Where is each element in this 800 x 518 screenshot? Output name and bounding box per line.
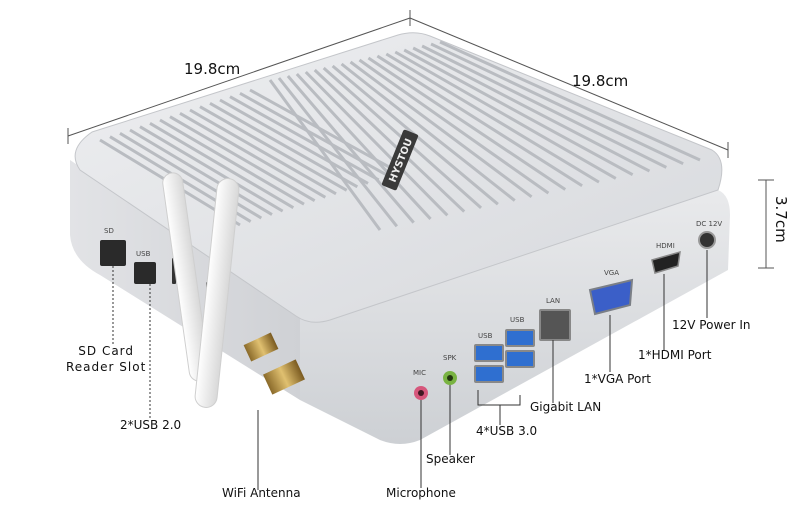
fin: [139, 125, 284, 213]
fin: [367, 56, 567, 191]
usb3-port-3: [505, 329, 535, 347]
antenna-connector-1: [243, 332, 279, 362]
mark-usb-a: USB: [478, 332, 493, 340]
label-hdmi: 1*HDMI Port: [638, 348, 712, 362]
dimension-width-left: 19.8cm: [184, 60, 241, 78]
dimension-height: 3.7cm: [772, 196, 790, 243]
label-gigabit-lan: Gigabit LAN: [530, 400, 602, 414]
dimension-lines: [67, 10, 774, 269]
usb3-port-4: [505, 350, 535, 368]
fin: [189, 108, 337, 196]
fin: [394, 50, 617, 180]
fin: [199, 105, 348, 192]
chassis-front: [300, 190, 730, 444]
label-power: 12V Power In: [672, 318, 751, 332]
mark-usb-left: USB: [136, 250, 151, 258]
mark-dc: DC 12V: [696, 220, 722, 228]
vga-port: [588, 278, 634, 316]
fin: [340, 62, 516, 202]
fin: [239, 92, 391, 178]
mark-lan: LAN: [546, 297, 560, 305]
label-speaker: Speaker: [426, 452, 475, 466]
hdmi-port: [651, 250, 681, 274]
sd-card-slot: [100, 240, 126, 266]
mark-sd: SD: [104, 227, 114, 235]
dc-power-jack: [698, 231, 716, 249]
label-usb3: 4*USB 3.0: [476, 424, 538, 438]
mark-spk: SPK: [443, 354, 457, 362]
usb3-port-1: [474, 344, 504, 362]
usb3-port-2: [474, 365, 504, 383]
usb2-port: [134, 262, 156, 284]
fin: [229, 95, 380, 182]
fin: [304, 70, 449, 217]
fin: [159, 118, 305, 206]
antenna-connector-2: [263, 359, 305, 395]
fin: [385, 52, 600, 184]
callout-lines: [112, 250, 708, 490]
fin: [268, 79, 382, 231]
fin: [219, 98, 369, 185]
fin: [149, 122, 295, 209]
fin: [439, 40, 701, 162]
dimension-width-right: 19.8cm: [572, 72, 629, 90]
fin: [376, 54, 583, 188]
label-usb2: 2*USB 2.0: [120, 418, 182, 432]
fin: [209, 102, 359, 189]
fin: [295, 72, 432, 220]
mark-usb-b: USB: [510, 316, 525, 324]
fin: [349, 60, 533, 199]
fin: [277, 77, 399, 228]
label-wifi-antenna: WiFi Antenna: [222, 486, 301, 500]
fin: [421, 44, 667, 169]
fin: [358, 58, 550, 195]
label-vga: 1*VGA Port: [584, 372, 651, 386]
mark-vga: VGA: [604, 269, 619, 277]
fin: [430, 42, 684, 166]
mark-hdmi: HDMI: [656, 242, 675, 250]
fin: [412, 46, 651, 173]
mark-mic: MIC: [413, 369, 426, 377]
fin: [179, 112, 327, 199]
label-microphone: Microphone: [386, 486, 456, 500]
lan-port: [539, 309, 571, 341]
fin: [403, 48, 634, 177]
wifi-antenna-right: [194, 178, 240, 408]
fin: [129, 128, 273, 216]
label-sd-card: SD Card Reader Slot: [66, 344, 147, 374]
fin: [313, 68, 466, 213]
fin: [286, 75, 415, 224]
fin: [169, 115, 316, 203]
